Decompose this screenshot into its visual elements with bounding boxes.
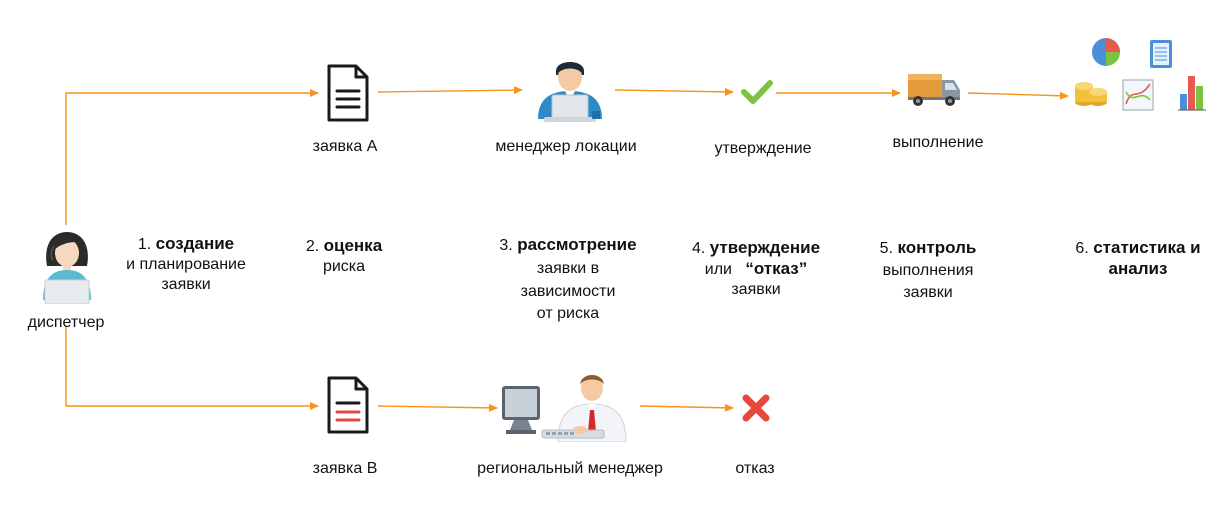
- delivery-truck-icon: [908, 74, 960, 106]
- step-5-line-2: заявки: [903, 284, 953, 301]
- female-operator-icon: [43, 232, 91, 304]
- step-5-line-1: выполнения: [882, 262, 974, 279]
- step-1: 1. создание и планирование заявки: [96, 234, 276, 295]
- charts-coins-icon: [1075, 38, 1206, 111]
- step-6: 6. статистика и анализ: [1058, 238, 1218, 280]
- request-b-label: заявка В: [312, 460, 378, 477]
- step-3-title: рассмотрение: [517, 235, 637, 254]
- coins-icon: [1075, 82, 1107, 106]
- step-6-title-line-2: анализ: [1108, 259, 1168, 278]
- step-3: 3. рассмотрение заявки в зависимости от …: [468, 235, 668, 324]
- checkmark-icon: [741, 80, 773, 104]
- dispatcher-label: диспетчер: [27, 314, 105, 331]
- execution-label: выполнение: [892, 134, 984, 151]
- pie-chart-icon: [1092, 38, 1120, 66]
- step-1-line-2: заявки: [161, 276, 211, 293]
- regional-manager-label: региональный менеджер: [477, 460, 663, 477]
- approval-label: утверждение: [714, 140, 812, 157]
- arrow-a-to-manager: [377, 86, 523, 95]
- bar-chart-icon: [1178, 76, 1206, 111]
- step-5-title: контроль: [897, 238, 977, 257]
- request-a-label: заявка А: [312, 138, 378, 155]
- step-4: 4. утверждение или “отказ” заявки: [668, 238, 844, 300]
- step-4-or: или: [704, 261, 732, 278]
- step-6-number: 6.: [1075, 240, 1089, 257]
- step-3-line-1: заявки в: [536, 260, 600, 277]
- step-4-title: утверждение: [709, 238, 821, 257]
- manager-laptop-icon: [538, 62, 602, 122]
- location-manager-label: менеджер локации: [495, 138, 637, 155]
- arrow-b-to-regional: [377, 403, 498, 412]
- manager-computer-icon: [502, 375, 627, 442]
- step-1-title: создание: [155, 234, 235, 253]
- step-5: 5. контроль выполнения заявки: [868, 238, 988, 303]
- step-2-number: 2.: [305, 238, 320, 255]
- arrow-regional-to-reject: [639, 403, 734, 412]
- step-3-line-3: от риска: [536, 305, 600, 322]
- step-5-number: 5.: [879, 240, 894, 257]
- step-2-title: оценка: [323, 236, 383, 255]
- document-red-icon: [327, 376, 369, 434]
- arrow-execution-to-stats: [967, 91, 1069, 100]
- step-3-line-2: зависимости: [520, 283, 616, 300]
- rejection-label: отказ: [735, 460, 775, 477]
- notebook-icon: [1150, 40, 1172, 68]
- step-1-line-1: и планирование: [126, 256, 246, 273]
- line-graph-icon: [1122, 79, 1154, 111]
- step-6-title: статистика и: [1093, 238, 1201, 257]
- arrow-manager-to-approval: [614, 87, 734, 96]
- document-icon: [327, 64, 369, 122]
- step-4-number: 4.: [691, 240, 706, 257]
- red-cross-icon: [742, 394, 770, 422]
- step-3-number: 3.: [499, 237, 513, 254]
- line-dispatcher-to-b: [65, 325, 319, 410]
- step-4-title-2: “отказ”: [745, 259, 808, 278]
- step-4-line-1: заявки: [731, 281, 781, 298]
- line-dispatcher-to-a: [65, 89, 319, 225]
- step-2: 2. оценка риска: [284, 236, 404, 277]
- step-2-line-1: риска: [322, 258, 366, 275]
- step-1-number: 1.: [137, 236, 152, 253]
